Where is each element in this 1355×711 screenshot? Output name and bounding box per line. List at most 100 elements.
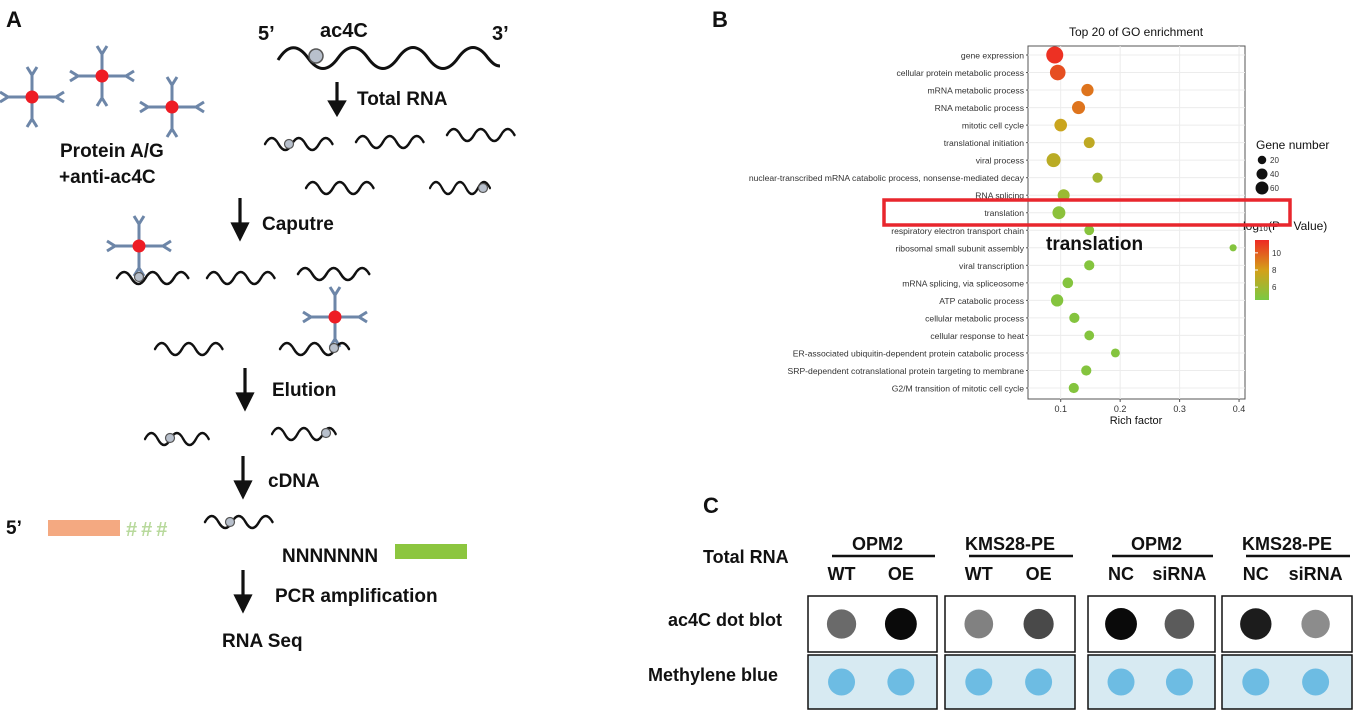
- data-point: [1072, 101, 1086, 115]
- category-label: respiratory electron transport chain: [891, 226, 1024, 236]
- category-label: RNA splicing: [975, 191, 1024, 201]
- methylene-blot-panel: [1087, 654, 1216, 710]
- color-legend-label: 6: [1272, 283, 1277, 292]
- row-label-ac4c: ac4C dot blot: [668, 610, 782, 630]
- panel-a: A 5’ ac4C 3’ Total RNA: [0, 7, 516, 652]
- category-label: mRNA metabolic process: [928, 86, 1024, 96]
- color-legend-label: 8: [1272, 266, 1277, 275]
- highlight-translation-label: translation: [1046, 234, 1143, 255]
- methylene-blot-panel: [1221, 654, 1353, 710]
- category-label: translational initiation: [944, 138, 1024, 148]
- color-legend-bar: [1255, 240, 1269, 300]
- ac4c-dot: [884, 608, 917, 640]
- size-legend-dot: [1256, 168, 1268, 180]
- size-legend-label: 60: [1270, 184, 1279, 193]
- category-label: cellular metabolic process: [925, 313, 1024, 323]
- data-point: [1084, 260, 1095, 271]
- category-label: SRP-dependent cotranslational protein ta…: [788, 366, 1025, 376]
- data-point: [1057, 189, 1070, 202]
- column-label: NC: [1108, 564, 1134, 584]
- methylene-dot: [1165, 668, 1193, 696]
- column-label: OE: [888, 564, 914, 584]
- ac4c-dot: [826, 609, 857, 639]
- data-point: [1046, 153, 1061, 168]
- ac4c-dot: [964, 609, 994, 639]
- data-point: [1084, 330, 1095, 341]
- ac4c-label: ac4C: [320, 20, 368, 42]
- step-cdna: cDNA: [268, 471, 320, 492]
- data-point: [1049, 64, 1066, 81]
- data-point: [1229, 244, 1237, 252]
- category-label: G2/M transition of mitotic cell cycle: [892, 384, 1025, 394]
- category-label: nuclear-transcribed mRNA catabolic proce…: [749, 173, 1025, 183]
- panel-b: B Top 20 of GO enrichment gene expressio…: [712, 7, 1329, 427]
- data-point: [1083, 137, 1095, 149]
- column-label: siRNA: [1289, 564, 1343, 584]
- ac4c-modification-marker: [308, 48, 324, 64]
- step-total-rna: Total RNA: [357, 89, 448, 110]
- category-label: cellular protein metabolic process: [896, 68, 1024, 78]
- plot-area: [1027, 45, 1246, 400]
- category-label: viral transcription: [959, 261, 1024, 271]
- data-point: [1050, 294, 1064, 307]
- category-labels: gene expression cellular protein metaboli…: [749, 51, 1028, 394]
- ac4c-dot: [1240, 608, 1272, 640]
- group-cell-line: KMS28-PE: [965, 534, 1055, 554]
- x-tick-label: 0.1: [1054, 404, 1067, 414]
- category-label: RNA metabolic process: [935, 103, 1024, 113]
- category-label: cellular response to heat: [930, 331, 1024, 341]
- step-elution: Elution: [272, 380, 336, 401]
- methylene-dot: [965, 668, 993, 696]
- hash-marks: ###: [126, 519, 171, 541]
- size-legend-title: Gene number: [1256, 138, 1329, 152]
- five-prime-label: 5’: [258, 23, 275, 45]
- methylene-dot: [828, 668, 856, 696]
- ac4c-dot: [1301, 609, 1330, 639]
- cdna-template-rna: [203, 514, 274, 530]
- panel-a-letter: A: [6, 7, 22, 32]
- category-label: ER-associated ubiquitin-dependent protei…: [793, 348, 1024, 358]
- data-point: [1092, 172, 1103, 183]
- dot-blot-panels: [807, 595, 1353, 710]
- primer-bar: [395, 544, 467, 559]
- cdna-five-prime: 5’: [6, 518, 22, 539]
- data-point: [1110, 348, 1120, 358]
- data-point: [1046, 46, 1064, 64]
- x-tick-label: 0.2: [1114, 404, 1127, 414]
- chart-title: Top 20 of GO enrichment: [1069, 25, 1204, 39]
- data-point: [1054, 118, 1068, 132]
- step-capture: Caputre: [262, 214, 334, 235]
- data-point: [1052, 206, 1066, 220]
- category-label: gene expression: [961, 51, 1024, 61]
- size-legend-dot: [1257, 155, 1267, 165]
- column-label: WT: [965, 564, 993, 584]
- methylene-dot: [1107, 668, 1135, 696]
- translation-highlight-box: [882, 198, 1292, 227]
- three-prime-label: 3’: [492, 23, 509, 45]
- methylene-blot-panel: [807, 654, 938, 710]
- color-legend-label: 10: [1272, 249, 1281, 258]
- data-point: [1081, 365, 1092, 376]
- group-cell-line: KMS28-PE: [1242, 534, 1332, 554]
- data-point: [1062, 277, 1074, 289]
- group-cell-line: OPM2: [852, 534, 903, 554]
- fragmented-rnas: [263, 127, 516, 196]
- category-label: mRNA splicing, via spliceosome: [902, 278, 1024, 288]
- column-label: WT: [828, 564, 856, 584]
- column-label: NC: [1243, 564, 1269, 584]
- column-label: siRNA: [1152, 564, 1206, 584]
- row-label-methylene: Methylene blue: [648, 665, 778, 685]
- category-label: mitotic cell cycle: [962, 121, 1024, 131]
- data-point: [1084, 225, 1095, 236]
- category-label: ATP catabolic process: [939, 296, 1024, 306]
- ac4c-dot: [1105, 608, 1137, 640]
- protein-label-line1: Protein A/G: [60, 141, 164, 162]
- size-legend-dot: [1255, 181, 1269, 195]
- antibody-beads: [0, 44, 206, 139]
- data-point: [1069, 312, 1080, 324]
- capture-row: [105, 214, 371, 357]
- size-legend-label: 20: [1270, 156, 1279, 165]
- panel-c-letter: C: [703, 493, 719, 518]
- methylene-blot-panel: [944, 654, 1076, 710]
